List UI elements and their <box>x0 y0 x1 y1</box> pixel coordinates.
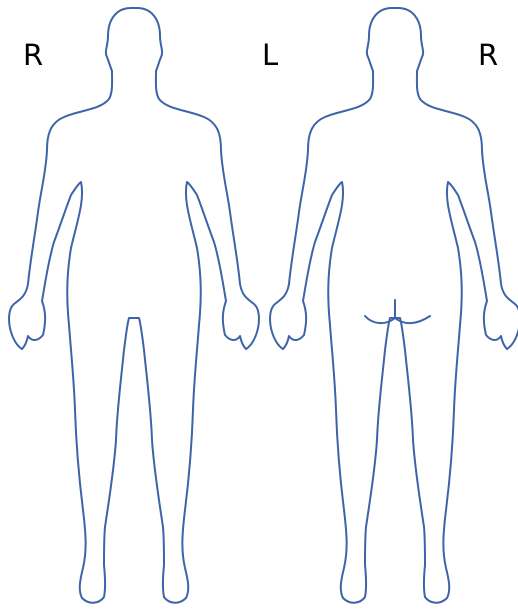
front-body-outline <box>9 8 259 603</box>
back-body-figure <box>270 8 518 603</box>
front-body-figure <box>9 8 259 603</box>
